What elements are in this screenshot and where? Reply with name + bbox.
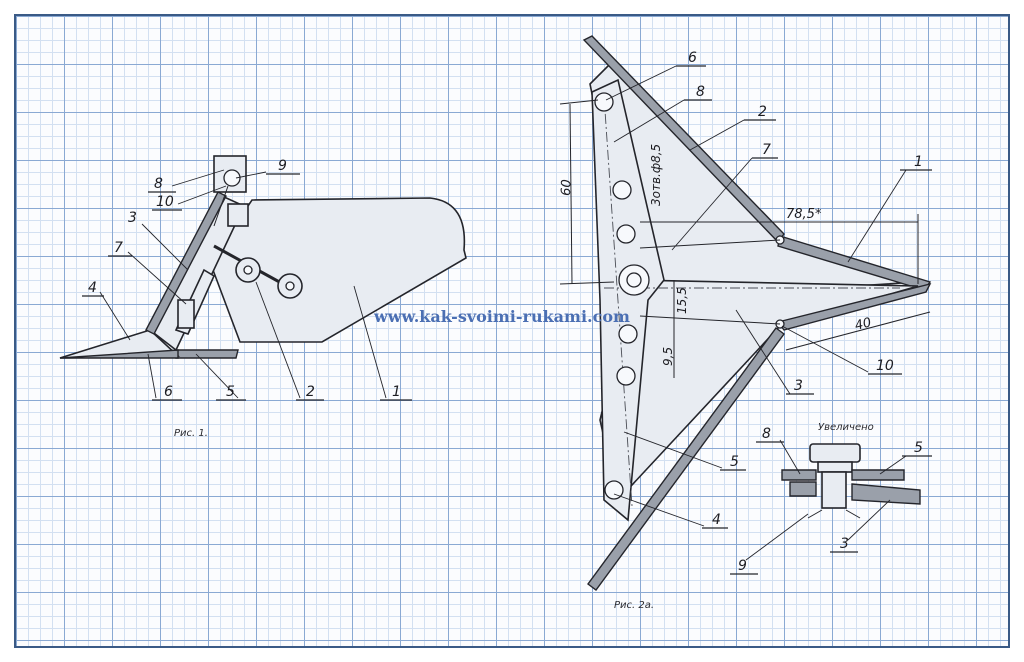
leader-detail-5: [879, 455, 907, 475]
detail-plate-8: [781, 469, 817, 481]
nut-right-bore: [285, 281, 295, 291]
figure-2a-caption: Рис. 2а.: [614, 600, 654, 611]
dim-15-label: 15,5: [675, 287, 689, 314]
leader-2a-7: [671, 157, 753, 251]
upper-wing-edge: [582, 35, 785, 244]
leader-10: [177, 185, 227, 205]
leader-2a-8: [613, 99, 685, 143]
lower-wing-edge: [587, 327, 785, 591]
leader-2: [255, 281, 301, 399]
leader-detail-9: [745, 513, 809, 561]
leader-2a-1: [847, 169, 907, 263]
graph-paper-sheet: [14, 14, 1010, 648]
callout-2a-8: 8: [696, 84, 705, 100]
dim-78-label: 78,5*: [786, 207, 822, 222]
detail-title: Увеличено: [818, 422, 874, 433]
callout-3: 3: [128, 210, 137, 226]
leader-2a-4: [613, 493, 705, 527]
callout-5: 5: [226, 384, 235, 400]
detail-plate-3-right: [851, 483, 921, 505]
detail-callout-8: 8: [762, 426, 771, 442]
top-pivot-hole: [594, 92, 614, 112]
leader-6: [147, 353, 157, 399]
dim-9-label: 9,5: [661, 347, 675, 366]
callout-7: 7: [114, 240, 123, 256]
figure-1-caption: Рис. 1.: [174, 428, 208, 439]
dim-60-ext-bottom: [559, 281, 615, 285]
callout-2: 2: [306, 384, 315, 400]
leader-3: [141, 223, 189, 271]
strap-axis-line: [603, 95, 633, 507]
brace-lower: [639, 315, 781, 325]
detail-callout-9: 9: [738, 558, 747, 574]
leader-7: [127, 251, 187, 305]
dim-60-label: 60: [559, 179, 575, 196]
figure-2a-plow-top-view: 60 78,5* 40 15,5 9,5 3отв.ф8,5 6 8 2 7 1…: [559, 35, 932, 611]
detail-plate-5: [851, 469, 905, 481]
main-pivot-bore: [626, 272, 642, 288]
bolt-shank: [821, 471, 847, 509]
bolt-washer: [817, 461, 853, 473]
strap-hole-1: [612, 180, 632, 200]
hole-note: 3отв.ф8,5: [649, 144, 663, 206]
detail-plate-3-left: [789, 481, 817, 497]
detail-callout-5: 5: [914, 440, 923, 456]
callout-2a-6: 6: [688, 50, 697, 66]
leader-2a-5: [623, 431, 723, 469]
callout-2a-5: 5: [730, 454, 739, 470]
callout-4: 4: [88, 280, 97, 296]
cotter-pin: [807, 509, 823, 519]
leader-2a-10: [781, 325, 869, 373]
link-rod: [213, 185, 229, 227]
callout-1: 1: [392, 384, 401, 400]
post-pivot: [223, 169, 241, 187]
clamp-block-lower: [177, 299, 195, 329]
site-watermark: www.kak-svoimi-rukami.com: [373, 307, 630, 326]
leader-2a-6: [605, 65, 677, 101]
clamp-block-upper: [227, 203, 249, 227]
dim-40-line: [785, 311, 931, 351]
callout-6: 6: [164, 384, 173, 400]
cotter-pin-right: [845, 509, 861, 519]
bolt-head: [809, 443, 861, 463]
leader-8: [171, 169, 225, 187]
leader-1: [353, 285, 387, 399]
callout-2a-10: 10: [876, 358, 894, 374]
lower-wing-plate: [599, 279, 919, 502]
leader-9: [235, 171, 267, 179]
callout-2a-3: 3: [794, 378, 803, 394]
callout-10: 10: [156, 194, 174, 210]
leader-4: [99, 291, 131, 341]
strap-hole-3: [618, 324, 638, 344]
runner-bar: [175, 349, 239, 359]
callout-2a-2: 2: [758, 104, 767, 120]
detail-callout-3: 3: [840, 536, 849, 552]
leader-2a-3: [735, 309, 791, 395]
leader-detail-3: [847, 499, 891, 541]
strap-hole-2: [616, 224, 636, 244]
dim-40-label: 40: [853, 315, 873, 334]
callout-9: 9: [278, 158, 287, 174]
callout-2a-7: 7: [762, 142, 771, 158]
leader-detail-8: [779, 439, 801, 475]
stand-edge: [145, 191, 227, 335]
figure-1-plow-side-view: 1 2 3 4 5 6 7 8 9 10 Рис. 1.: [59, 155, 467, 439]
bottom-pivot-hole: [604, 480, 624, 500]
callout-2a-4: 4: [712, 512, 721, 528]
detail-enlarged-joint: Увеличено 8 5 3 9: [730, 422, 932, 575]
plow-blade-body: [209, 197, 467, 343]
strap-hole-4: [616, 366, 636, 386]
leader-5: [195, 353, 239, 399]
callout-2a-1: 1: [914, 154, 923, 170]
callout-8: 8: [154, 176, 163, 192]
dim-60-line: [569, 103, 573, 285]
nut-left-bore: [243, 265, 253, 275]
brace-upper: [639, 239, 781, 249]
leader-2a-2: [689, 119, 745, 151]
dim-60-ext-top: [559, 99, 599, 105]
